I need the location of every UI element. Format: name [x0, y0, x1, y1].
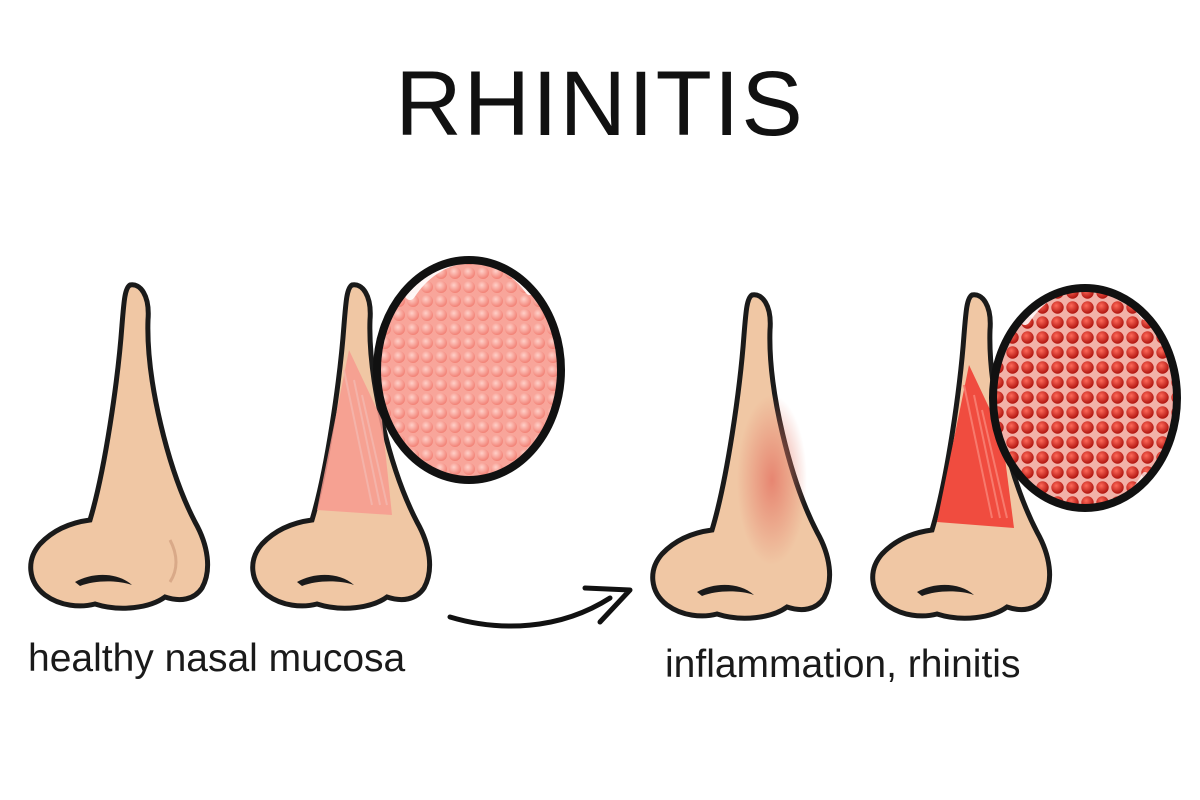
caption-healthy: healthy nasal mucosa	[28, 637, 406, 680]
page-title: RHINITIS	[395, 53, 805, 155]
nose-icon	[873, 295, 1050, 618]
nose-icon	[31, 285, 208, 608]
arrow-right-icon	[447, 585, 633, 629]
nose-icon	[653, 295, 830, 618]
magnifier-circle-icon	[373, 256, 565, 484]
caption-inflamed: inflammation, rhinitis	[665, 643, 1021, 686]
nose-icon	[253, 285, 430, 608]
